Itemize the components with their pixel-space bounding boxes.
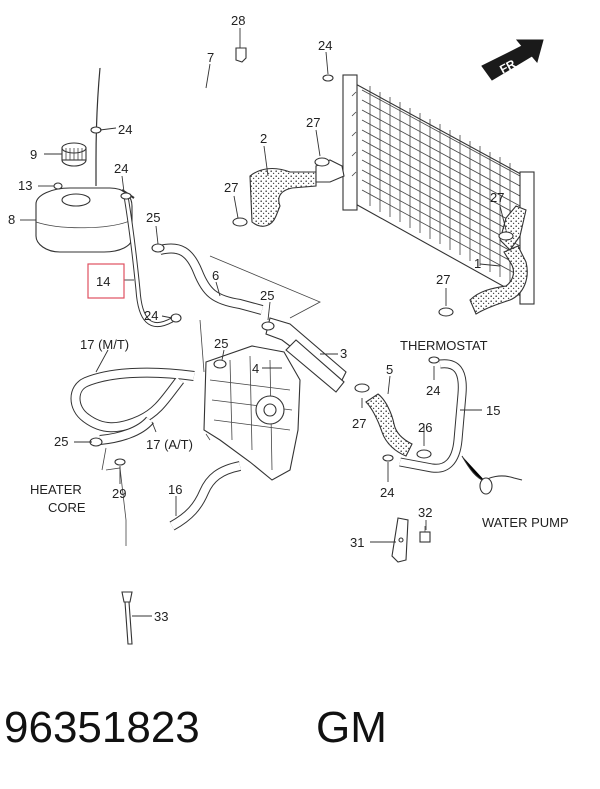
callout-29: 29: [112, 486, 126, 501]
front-direction-arrow-icon: FR: [481, 39, 544, 81]
brand-name: GM: [316, 703, 387, 752]
callout-25: 25: [146, 210, 160, 225]
heater-core-label-line1: HEATER: [30, 482, 82, 497]
callout-33: 33: [154, 609, 168, 624]
bracket-31: [391, 517, 409, 563]
callout-24: 24: [114, 161, 128, 176]
coolant-reservoir: [35, 187, 133, 253]
callout-25: 25: [260, 288, 274, 303]
hose-2: [249, 159, 345, 227]
callout-3: 3: [340, 346, 347, 361]
callout-8: 8: [8, 212, 15, 227]
callout-24: 24: [380, 485, 394, 500]
water-pump: [479, 475, 523, 495]
bracket-28: [235, 47, 247, 63]
callout-27: 27: [352, 416, 366, 431]
callout-32: 32: [418, 505, 432, 520]
callout-5: 5: [386, 362, 393, 377]
direction-label: FR: [497, 57, 518, 77]
hose-17: [70, 367, 195, 445]
callout-26: 26: [418, 420, 432, 435]
hose-16: [169, 461, 242, 531]
guide-lines: [199, 255, 321, 441]
callout-17-at: 17 (A/T): [146, 437, 193, 452]
callout-31: 31: [350, 535, 364, 550]
radiator: [342, 74, 535, 305]
heater-core-label-line2: CORE: [48, 500, 86, 515]
callout-28: 28: [231, 13, 245, 28]
callout-9: 9: [30, 147, 37, 162]
tie-strap-33: [121, 591, 133, 645]
callout-27: 27: [490, 190, 504, 205]
callout-2: 2: [260, 131, 267, 146]
leader-lines: [20, 28, 507, 617]
engine-block: [203, 345, 301, 481]
pipe-3: [265, 317, 347, 393]
callout-27: 27: [306, 115, 320, 130]
hose-5: [365, 393, 413, 457]
callout-24: 24: [144, 308, 158, 323]
callout-17-mt: 17 (M/T): [80, 337, 129, 352]
callout-13: 13: [18, 178, 32, 193]
callout-24: 24: [426, 383, 440, 398]
highlight-box-14: [87, 263, 125, 299]
callout-27: 27: [224, 180, 238, 195]
callout-27: 27: [436, 272, 450, 287]
callout-7: 7: [207, 50, 214, 65]
callout-25: 25: [54, 434, 68, 449]
reservoir-cap: [61, 142, 87, 167]
callout-15: 15: [486, 403, 500, 418]
thermostat-label: THERMOSTAT: [400, 338, 488, 353]
callout-numbers: 28 7 24 24 9 2 27 24 13 27 27 8 25 1 14 …: [8, 13, 504, 624]
clip-13: [53, 182, 63, 190]
part-number: 96351823: [4, 703, 200, 752]
hose-clamps: [89, 74, 514, 466]
callout-4: 4: [252, 361, 259, 376]
bolt-32: [419, 526, 431, 543]
water-pump-label: WATER PUMP: [482, 515, 569, 530]
callout-25: 25: [214, 336, 228, 351]
hose-6: [158, 243, 264, 315]
callout-16: 16: [168, 482, 182, 497]
callout-6: 6: [212, 268, 219, 283]
hose-7: [95, 66, 341, 186]
callout-14: 14: [96, 274, 110, 289]
heater-core-lines: [101, 447, 127, 546]
hose-15: [399, 359, 487, 483]
callout-24: 24: [318, 38, 332, 53]
callout-1: 1: [474, 256, 481, 271]
callout-24: 24: [118, 122, 132, 137]
